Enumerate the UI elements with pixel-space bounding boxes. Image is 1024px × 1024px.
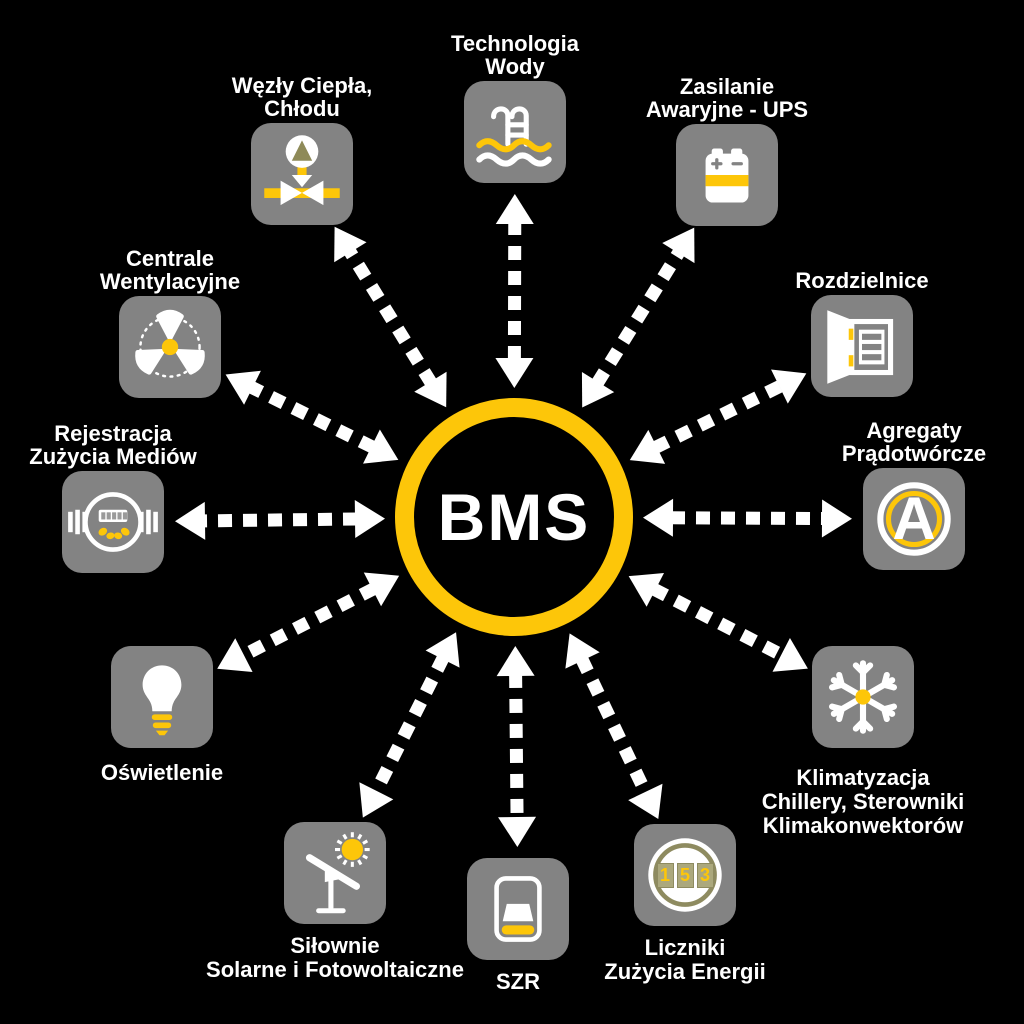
bms-center-circle: BMS (395, 398, 633, 636)
arrow-oswietlenie (217, 572, 400, 673)
node-label: Oświetlenie (100, 760, 224, 785)
valve-icon (264, 135, 340, 206)
node-klimatyzacja: Klimatyzacja Chillery, Sterowniki Klimak… (762, 646, 964, 837)
tile-zasilanie-ups (676, 124, 778, 226)
arrow-agregaty (642, 498, 853, 538)
tile-rejestracja (62, 471, 164, 573)
arrow-centrale (225, 370, 399, 464)
node-label: SZR (496, 969, 540, 994)
node-label: Centrale Wentylacyjne (99, 245, 241, 295)
tile-oswietlenie (111, 646, 213, 748)
meter-digit: 3 (696, 862, 714, 888)
node-technologia-wody: Technologia Wody (451, 31, 579, 183)
tile-silownie (284, 822, 386, 924)
meter-digit: 1 (656, 862, 674, 888)
node-centrale: Centrale Wentylacyjne (100, 246, 240, 398)
generator-icon (877, 482, 951, 556)
arrow-szr (496, 645, 537, 848)
node-wezly: Węzły Ciepła, Chłodu (232, 73, 372, 225)
node-zasilanie-ups: Zasilanie Awaryjne - UPS (646, 74, 808, 226)
node-oswietlenie: Oświetlenie (101, 646, 223, 784)
node-label: Technologia Wody (451, 30, 579, 80)
tile-szr (467, 858, 569, 960)
arrow-wezly (334, 226, 447, 408)
arrow-klimatyzacja (628, 572, 808, 672)
arrow-rozdzielnice (629, 369, 807, 464)
node-silownie: Siłownie Solarne i Fotowoltaiczne (206, 822, 464, 981)
node-label: Siłownie Solarne i Fotowoltaiczne (206, 933, 464, 982)
snowflake-icon (828, 660, 898, 734)
arrow-liczniki (565, 633, 663, 820)
tile-rozdzielnice (811, 295, 913, 397)
light-bulb-icon (142, 665, 182, 736)
node-label: Zasilanie Awaryjne - UPS (645, 73, 809, 123)
node-szr: SZR (467, 858, 569, 993)
szr-device-icon (494, 876, 542, 942)
tile-wezly (251, 123, 353, 225)
node-label: Klimatyzacja Chillery, Sterowniki Klimak… (761, 765, 965, 838)
switchboard-icon (827, 310, 894, 384)
arrow-rejestracja (174, 499, 386, 540)
tile-agregaty: A (863, 468, 965, 570)
fan-icon (135, 309, 205, 378)
arrow-technologia-wody (495, 193, 534, 389)
arrow-silownie (359, 632, 460, 818)
node-rejestracja: Rejestracja Zużycia Mediów (29, 421, 197, 573)
meter-digit: 5 (676, 862, 694, 888)
battery-icon (705, 148, 749, 203)
node-label: Rejestracja Zużycia Mediów (29, 420, 197, 470)
node-label: Rozdzielnice (795, 268, 929, 294)
tile-klimatyzacja (812, 646, 914, 748)
generator-letter: A (892, 485, 936, 552)
arrow-zasilanie-ups (581, 227, 695, 408)
node-label: Węzły Ciepła, Chłodu (231, 72, 373, 122)
tile-technologia-wody (464, 81, 566, 183)
water-meter-icon (68, 492, 158, 552)
tile-centrale (119, 296, 221, 398)
bms-center-label: BMS (437, 480, 591, 554)
node-rozdzielnice: Rozdzielnice (795, 269, 929, 397)
node-agregaty: Agregaty Prądotwórcze A (842, 418, 986, 570)
node-label: Agregaty Prądotwórcze (841, 417, 987, 467)
node-label: Liczniki Zużycia Energii (604, 935, 766, 984)
solar-panel-icon (305, 832, 370, 914)
pool-icon (476, 106, 552, 167)
